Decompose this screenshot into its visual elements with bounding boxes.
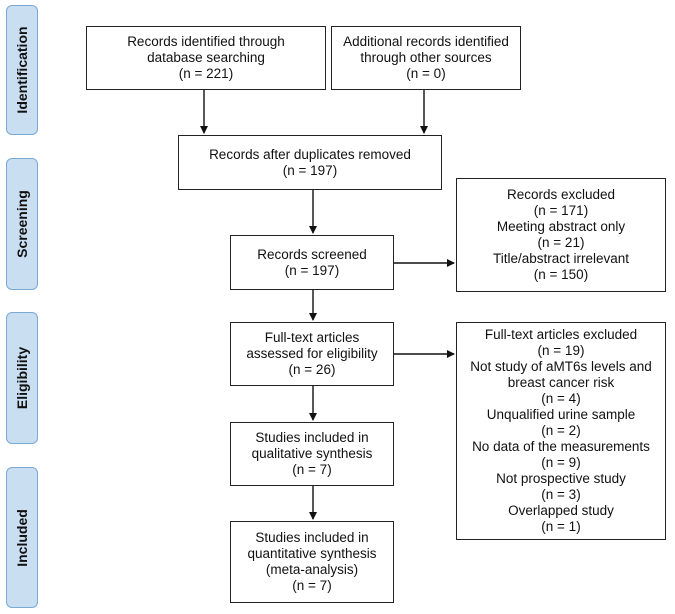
box-line: Meeting abstract only [496, 219, 626, 234]
box-line: Title/abstract irrelevant [492, 251, 630, 266]
box-line: Records excluded [506, 187, 616, 202]
box-line: Additional records identified [343, 34, 509, 49]
box-line: assessed for eligibility [246, 346, 378, 361]
box-other-sources: Additional records identified through ot… [331, 26, 521, 90]
box-line: (n = 26) [288, 362, 336, 377]
phase-identification: Identification [6, 5, 38, 135]
box-line: Unqualified urine sample [486, 407, 636, 422]
box-line: (n = 1) [541, 519, 581, 534]
box-line: (n = 7) [292, 578, 332, 593]
box-line: quantitative synthesis [247, 546, 377, 561]
box-line: Full-text articles excluded [484, 327, 638, 342]
box-line: Studies included in [255, 430, 369, 445]
box-line: (n = 221) [178, 66, 234, 81]
box-line: Records screened [257, 246, 367, 262]
box-line: (n = 19) [537, 343, 585, 358]
box-line: (n = 21) [537, 235, 585, 250]
phase-screening: Screening [6, 158, 38, 290]
box-records-screened: Records screened (n = 197) [230, 235, 394, 290]
box-line: No data of the measurements [472, 439, 650, 454]
box-fulltext-assessed: Full-text articles assessed for eligibil… [230, 322, 394, 386]
phase-included-label: Included [14, 508, 30, 567]
box-line: (n = 150) [533, 267, 589, 282]
box-qualitative-synthesis: Studies included in qualitative synthesi… [230, 422, 394, 486]
box-line: (n = 7) [292, 462, 332, 477]
box-line: Records identified through [127, 34, 285, 49]
box-line: qualitative synthesis [251, 446, 373, 461]
box-line: (n = 197) [284, 262, 340, 278]
box-line: (n = 197) [282, 162, 338, 178]
phase-eligibility: Eligibility [6, 312, 38, 444]
box-records-excluded: Records excluded (n = 171) Meeting abstr… [456, 178, 666, 292]
box-database-records: Records identified through database sear… [86, 26, 326, 90]
phase-identification-label: Identification [14, 26, 30, 114]
box-line: (n = 2) [541, 423, 581, 438]
phase-screening-label: Screening [14, 190, 30, 258]
phase-eligibility-label: Eligibility [14, 346, 30, 410]
box-line: database searching [147, 50, 265, 65]
box-line: Overlapped study [508, 503, 614, 518]
box-line: (n = 4) [541, 391, 581, 406]
box-line: Full-text articles [264, 330, 360, 345]
box-line: Not prospective study [496, 471, 626, 486]
phase-included: Included [6, 467, 38, 608]
box-line: breast cancer risk [507, 375, 615, 390]
box-after-duplicates: Records after duplicates removed (n = 19… [178, 135, 442, 190]
box-line: through other sources [360, 50, 492, 65]
box-line: (n = 3) [541, 487, 581, 502]
box-line: (meta-analysis) [265, 562, 359, 577]
box-line: Not study of aMT6s levels and [470, 359, 652, 374]
box-line: (n = 9) [541, 455, 581, 470]
box-quantitative-synthesis: Studies included in quantitative synthes… [230, 521, 394, 603]
box-line: (n = 0) [406, 66, 446, 81]
box-fulltext-excluded: Full-text articles excluded (n = 19) Not… [456, 322, 666, 540]
box-line: Records after duplicates removed [209, 146, 411, 162]
box-line: Studies included in [255, 530, 369, 545]
box-line: (n = 171) [533, 203, 589, 218]
